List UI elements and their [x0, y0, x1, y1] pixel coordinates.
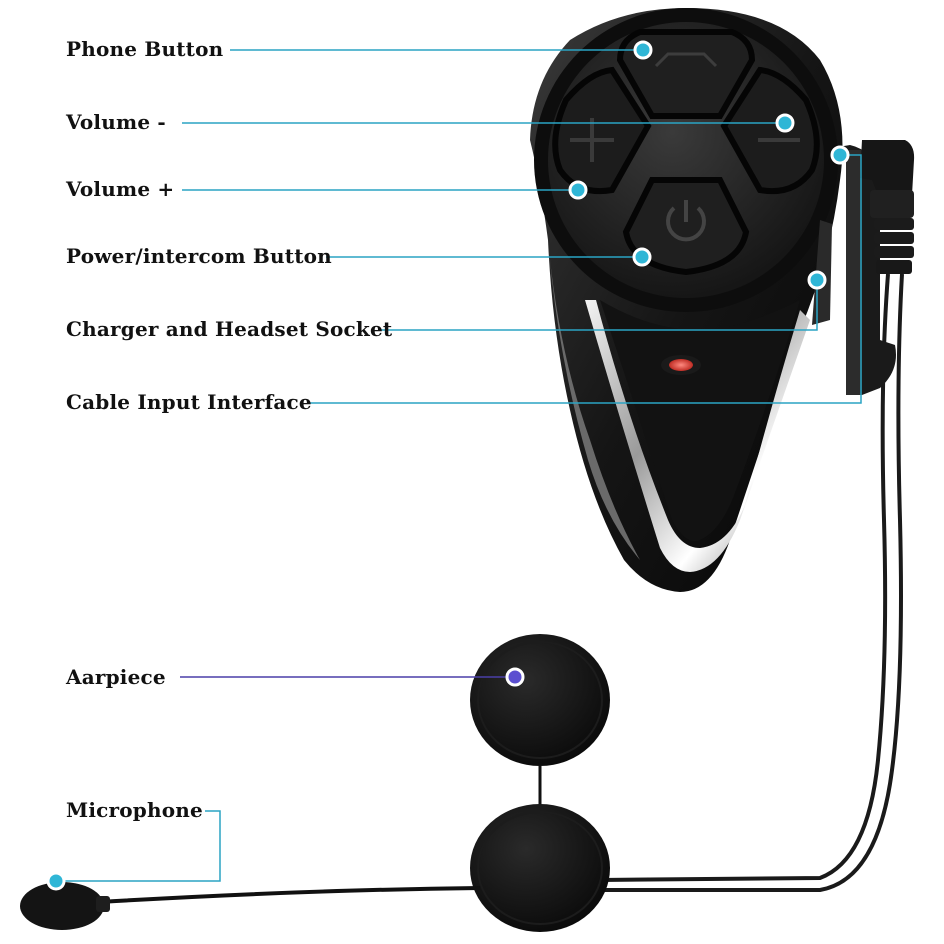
handset-icon [654, 52, 718, 68]
label-volume-plus: Volume + [66, 177, 175, 201]
label-charger-socket: Charger and Headset Socket [66, 317, 393, 341]
label-phone-button: Phone Button [66, 37, 224, 61]
dot-phone-button [633, 40, 653, 60]
callout-lines [56, 49, 862, 882]
power-button-shape[interactable] [622, 177, 750, 276]
earpiece-top [470, 634, 610, 766]
control-buttons [552, 29, 820, 276]
dot-volume-plus [568, 180, 588, 200]
label-earpiece: Aarpiece [66, 665, 166, 689]
label-cable-input: Cable Input Interface [66, 390, 312, 414]
earpiece-bottom [470, 804, 610, 932]
power-icon [666, 200, 706, 242]
dot-earpiece [505, 667, 525, 687]
dot-charger-socket [807, 270, 827, 290]
callout-dots [46, 40, 850, 891]
dot-microphone [46, 871, 66, 891]
volume-minus-shape[interactable] [720, 66, 820, 194]
dot-cable-input [830, 145, 850, 165]
dot-power-button [632, 247, 652, 267]
label-power-intercom: Power/intercom Button [66, 244, 332, 268]
microphone-boom [20, 882, 481, 930]
dot-volume-minus [775, 113, 795, 133]
label-microphone: Microphone [66, 798, 203, 822]
label-volume-minus: Volume - [66, 110, 166, 134]
plus-icon [570, 118, 614, 162]
cable-plug [860, 140, 915, 274]
phone-button-shape[interactable] [616, 29, 756, 119]
cable-wires [599, 273, 904, 892]
